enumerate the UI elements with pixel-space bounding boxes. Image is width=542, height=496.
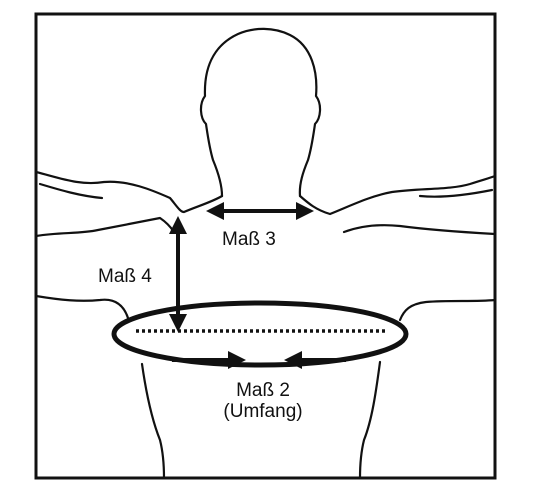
mass2-arrow-left-head: [228, 351, 246, 369]
label-mass2-line2: (Umfang): [223, 401, 303, 422]
mass3-arrow-left-head: [206, 202, 224, 220]
left-arm-muscle: [38, 182, 104, 200]
mass4-arrow-bottom-head: [169, 314, 187, 332]
right-arm-muscle: [418, 188, 494, 198]
frame-border: [34, 12, 497, 480]
label-mass4: Maß 4: [98, 266, 152, 287]
right-arm-lower: [398, 298, 495, 322]
left-arm-lower: [36, 294, 130, 320]
mass4-arrow-top-head: [169, 216, 187, 234]
left-shoulder-outline: [36, 170, 224, 214]
mass3-arrow-right-head: [296, 202, 314, 220]
torso-left-outline: [140, 362, 166, 478]
left-arm-underside: [36, 216, 176, 238]
torso-right-outline: [358, 360, 382, 478]
right-arm-underside: [342, 224, 495, 236]
label-mass3: Maß 3: [222, 229, 276, 250]
label-mass2-line1: Maß 2: [236, 380, 290, 401]
head-outline: [199, 27, 322, 198]
circumference-loop: [111, 300, 409, 368]
label-mass2: Maß 2 (Umfang): [200, 380, 326, 422]
right-shoulder-outline: [298, 174, 495, 216]
mass2-arrow-right-head: [284, 351, 302, 369]
